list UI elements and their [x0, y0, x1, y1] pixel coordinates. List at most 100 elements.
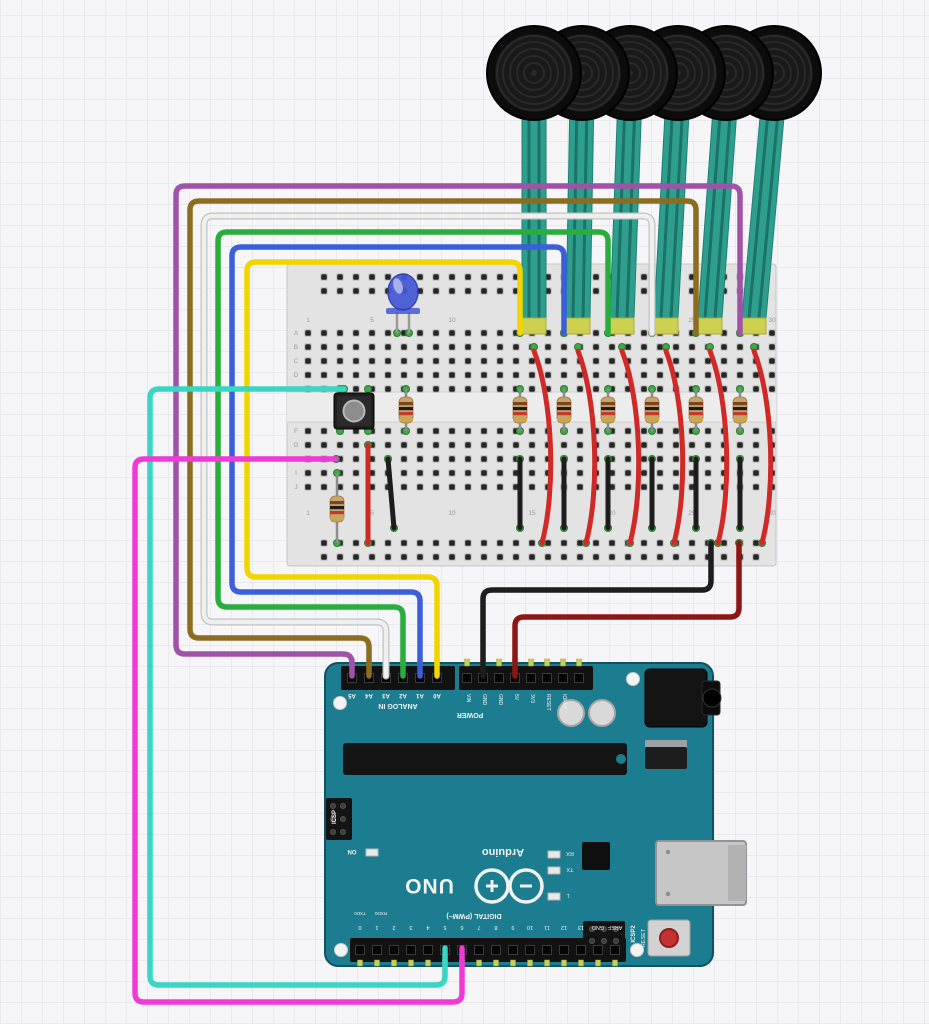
icsp-pin [589, 938, 595, 944]
resistor-band [399, 412, 413, 416]
breadboard-row-letter: F [294, 428, 298, 435]
wire-a1-blue [229, 244, 567, 679]
power-pin-label: VIN [465, 694, 471, 703]
resistor-band [513, 402, 527, 406]
digital-pin-label: 12 [561, 924, 567, 930]
breadboard-column-number: 25 [688, 510, 696, 517]
digital-pin-label: 6 [460, 924, 463, 930]
breadboard-column-number: 5 [370, 510, 374, 517]
digital-pin-label: 13 [578, 924, 584, 930]
power-pin-label: GND [481, 694, 487, 706]
jumper-red-curved [531, 348, 554, 546]
header-socket [593, 945, 603, 955]
on-label: ON [348, 848, 357, 854]
icsp-pin [589, 926, 595, 932]
digital-pin-label: 2 [392, 924, 395, 930]
header-pin-pad [496, 658, 502, 667]
analog-pin-label: A4 [365, 692, 373, 698]
breadboard-row-letter: G [293, 442, 298, 449]
header-pin-pad [528, 658, 534, 667]
power-pin-label: 5V [513, 694, 519, 701]
digital-pin-label: 7 [477, 924, 480, 930]
fsr-cable-trace [659, 101, 675, 319]
jumper-red-curved [707, 348, 730, 546]
resistor-band [557, 402, 571, 406]
l-led [547, 892, 561, 901]
usb-interface-chip [582, 842, 610, 870]
arduino-infinity-logo [474, 868, 544, 904]
breadboard-column-number: 30 [768, 317, 776, 324]
resistor-band [601, 402, 615, 406]
tx-label: TX [566, 866, 573, 872]
usb-weld [665, 849, 671, 855]
usb-connector [655, 840, 747, 906]
icsp-pin [340, 803, 346, 809]
header-socket [423, 945, 433, 955]
wire-5v-darkred [512, 540, 742, 679]
header-pin-pad [391, 959, 397, 967]
header-pin-pad [576, 658, 582, 667]
jumper-red-curved [751, 348, 774, 546]
digital-pin-label: 3 [409, 924, 412, 930]
wire-a4-brown [187, 198, 699, 679]
usb-weld [665, 891, 671, 897]
jumper-red-curved [575, 348, 598, 546]
icsp-label: ICSP [332, 810, 338, 824]
resistor-band [399, 407, 413, 411]
resistor-band [645, 407, 659, 411]
jumper-red-curved [663, 348, 686, 546]
fsr-ring [502, 41, 566, 105]
icsp-pin [340, 816, 346, 822]
fsr-cable-tip [741, 317, 767, 335]
sensor-column-parts [556, 348, 598, 546]
fsr-cable [741, 94, 787, 319]
resistor-band [689, 402, 703, 406]
resistor-band [557, 418, 571, 422]
header-pin-pad [357, 959, 363, 967]
analog-pin-label: A1 [416, 692, 424, 698]
digital-pin-label: GND [592, 924, 604, 930]
fsr-cable-tip [653, 317, 679, 335]
header-socket [389, 945, 399, 955]
resistor-band [689, 418, 703, 422]
header-pin-pad [544, 959, 550, 967]
fsr-cable-trace [713, 101, 733, 319]
breadboard-column-number: 1 [306, 510, 310, 517]
icsp-pin [330, 829, 336, 835]
breadboard-row-letter: A [294, 330, 299, 337]
reset-button [647, 919, 691, 957]
fsr-ring [516, 55, 552, 91]
wire-a2-green [215, 229, 611, 679]
resistor-band [601, 418, 615, 422]
icsp-pin [613, 938, 619, 944]
header-pin-pad [476, 959, 482, 967]
resistor-band [733, 412, 747, 416]
wire-a5-purple [173, 183, 743, 679]
voltage-regulator [645, 747, 687, 769]
pushbutton-cap [342, 399, 366, 423]
header-socket [542, 673, 552, 683]
header-socket [558, 673, 568, 683]
icsp-pin [613, 926, 619, 932]
header-socket [494, 673, 504, 683]
resistor-band [330, 517, 344, 521]
jumper-wires [132, 183, 743, 1005]
fsr-cable-tip [697, 317, 723, 335]
fsr-ring [496, 35, 572, 111]
icsp-pin [601, 926, 607, 932]
fsr-sensors [486, 25, 822, 335]
breadboard-row-letter: J [294, 484, 297, 491]
power-pin-label: RESET [545, 694, 551, 711]
analog-pin-label: A3 [382, 692, 390, 698]
fsr-sensor [486, 25, 582, 335]
header-socket [574, 673, 584, 683]
resistor-band [601, 407, 615, 411]
resistor-band [330, 506, 344, 510]
resistor-band [645, 412, 659, 416]
l-label: L [566, 892, 569, 898]
header-socket [508, 945, 518, 955]
digital-section-label: DIGITAL (PWM~) [446, 912, 501, 919]
sensor-column-parts [644, 348, 686, 546]
